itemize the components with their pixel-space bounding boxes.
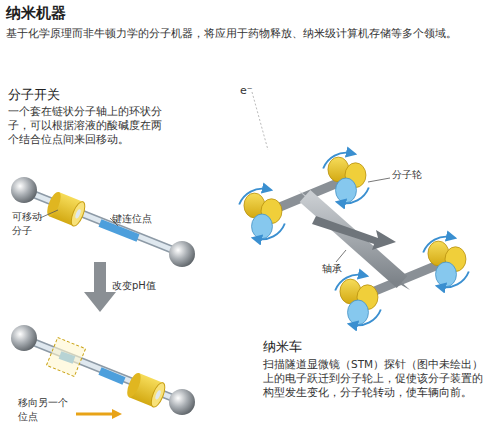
ring-molecule [124,371,167,409]
molecular-wheel [335,275,381,326]
subtitle: 基于化学原理而非牛顿力学的分子机器，将应用于药物释放、纳米级计算机存储等多个领域… [6,26,496,40]
electron-label: e⁻ [240,84,264,99]
binding-site [100,223,138,238]
leader-line [368,178,390,182]
part-label: 改变pH值 [112,279,182,293]
end-sphere [169,389,195,415]
end-sphere [11,177,37,203]
part-label: 分子轮 [392,168,442,182]
section-body: 一个套在链状分子轴上的环状分子，可以根据溶液的酸碱度在两个结合位点间来回移动。 [8,104,168,147]
section-heading: 分子开关 [8,86,128,104]
molecular-wheel [423,237,469,288]
leader-line [336,250,346,262]
part-label: 移向另一个位点 [18,396,74,423]
part-label: 可移动分子 [12,210,46,237]
ring-molecule [44,190,87,228]
part-label: 轴承 [322,262,362,276]
section-heading: 纳米车 [263,338,363,356]
title: 纳米机器 [6,3,226,23]
molecular-wheel [239,189,285,240]
chassis [305,196,402,282]
binding-site [100,371,124,381]
direction-arrow [312,216,396,250]
move-arrow [76,413,114,416]
end-sphere [11,325,37,351]
switch-state-1 [11,177,195,267]
move-arrow-head [112,409,122,419]
molecular-wheel [323,153,369,204]
down-arrow [84,262,116,312]
part-label: 键连位点 [112,212,172,226]
electron-path [252,92,268,150]
nanocar [239,92,469,325]
leader-line [40,210,58,218]
ghost-ring [46,337,85,376]
end-sphere [169,241,195,267]
section-body: 扫描隧道显微镜（STM）探针（图中未绘出）上的电子跃迁到分子轮上，促使该分子装置… [263,357,491,400]
